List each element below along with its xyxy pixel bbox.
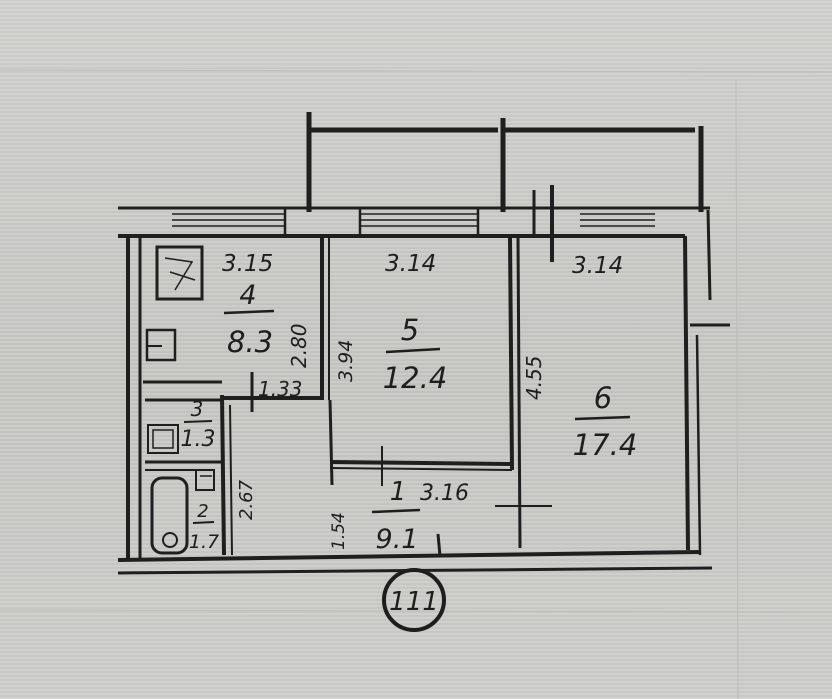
- dim-kitchen-depth: 2.80: [287, 323, 311, 368]
- room-number: 4: [239, 280, 256, 311]
- toilet: [195, 469, 215, 491]
- room-number: 1: [390, 477, 407, 507]
- dim-hall-depth: 1.54: [329, 512, 349, 550]
- dim-room6-width: 3.14: [572, 253, 623, 279]
- paper-texture: [0, 69, 832, 699]
- window-room6: [580, 213, 655, 227]
- room-area: 1.3: [181, 427, 216, 452]
- room-area: 8.3: [227, 325, 273, 359]
- room-area: 9.1: [376, 524, 419, 555]
- room-labels: 4 8.3 5 12.4 6 17.4 1 9.1 3 1.3 2 1.7: [181, 280, 638, 555]
- window-room5: [360, 213, 478, 227]
- dim-room5-width: 3.14: [385, 251, 436, 277]
- dim-room6-depth: 4.55: [522, 355, 546, 400]
- room-number: 3: [191, 397, 204, 421]
- room-bath-label: 3 1.3: [181, 397, 216, 452]
- room-area: 1.7: [189, 531, 219, 553]
- apartment-number-badge: 111: [382, 568, 446, 632]
- dim-bath-depth: 2.67: [236, 479, 257, 520]
- stove: [155, 245, 204, 301]
- fixtures: [145, 245, 215, 555]
- window-kitchen: [172, 213, 285, 227]
- room-6-label: 6 17.4: [573, 381, 638, 462]
- bath-sink: [147, 424, 179, 454]
- apartment-number: 111: [389, 587, 439, 617]
- dim-room5-depth: 3.94: [335, 340, 357, 382]
- dimension-labels: 3.15 3.14 3.14 2.80 3.94 4.55 3.16 1.54 …: [222, 251, 623, 550]
- room-number: 2: [197, 501, 208, 522]
- dim-kitchen-width: 3.15: [222, 251, 273, 277]
- dim-hall-width: 3.16: [420, 481, 469, 506]
- balcony: [306, 112, 704, 212]
- room-5-label: 5 12.4: [383, 313, 448, 395]
- interior-walls: [143, 237, 552, 557]
- room-number: 5: [401, 313, 419, 347]
- room-area: 12.4: [383, 361, 448, 395]
- room-kitchen-label: 4 8.3: [223, 280, 275, 359]
- dim-bath-width: 1.33: [258, 377, 303, 401]
- room-number: 6: [594, 381, 612, 415]
- bathtub: [150, 476, 189, 555]
- outer-walls: [117, 185, 730, 575]
- room-hall-label: 1 9.1: [371, 477, 421, 555]
- room-wc-label: 2 1.7: [189, 501, 219, 553]
- room-area: 17.4: [573, 428, 638, 462]
